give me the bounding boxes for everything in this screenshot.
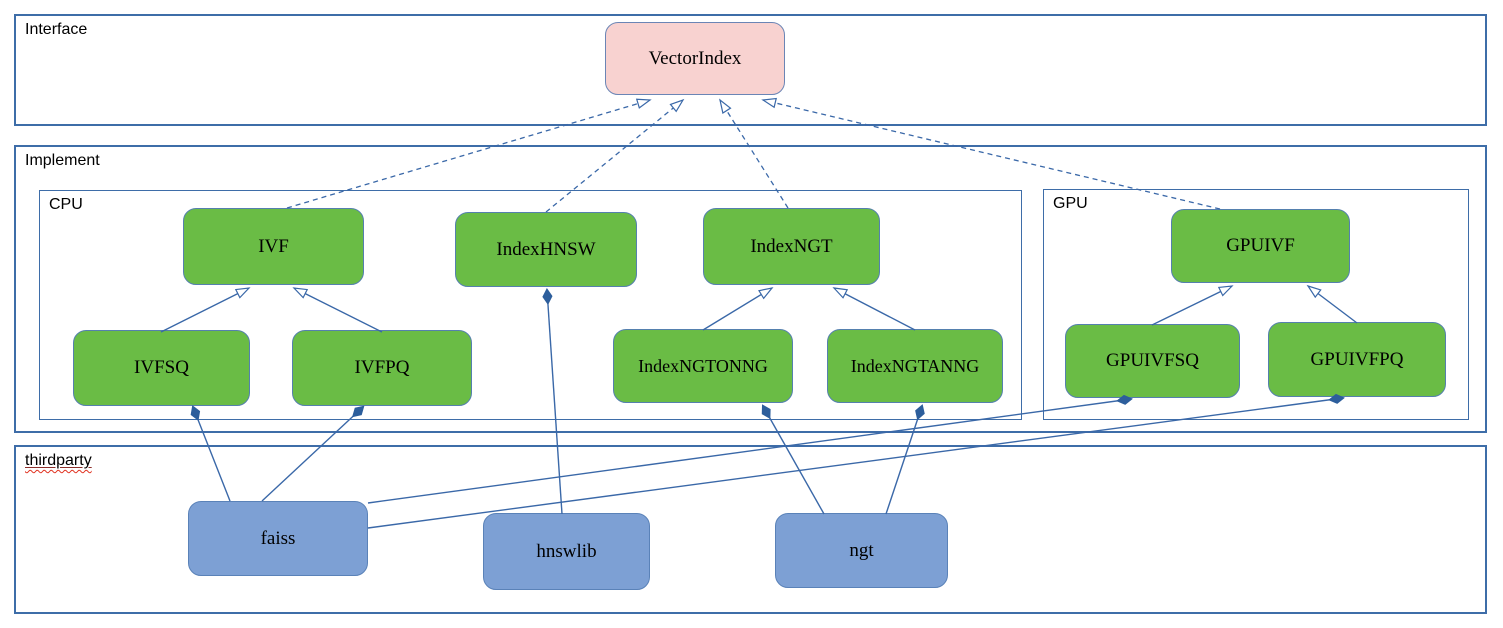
- node-vectorindex: VectorIndex: [605, 22, 785, 95]
- node-gpuivfpq: GPUIVFPQ: [1268, 322, 1446, 397]
- node-ngt: ngt: [775, 513, 948, 588]
- node-ngt-label: ngt: [849, 539, 874, 561]
- node-ivfpq-label: IVFPQ: [354, 357, 410, 378]
- node-ivfpq: IVFPQ: [292, 330, 472, 406]
- node-indexngtonng-label: IndexNGTONNG: [638, 355, 768, 376]
- node-faiss: faiss: [188, 501, 368, 576]
- thirdparty-section-label: thirdparty: [25, 452, 92, 470]
- node-gpuivfsq-label: GPUIVFSQ: [1106, 350, 1199, 371]
- thirdparty-section-label-text: thirdparty: [25, 452, 92, 469]
- node-gpuivf: GPUIVF: [1171, 209, 1350, 283]
- node-indexngtanng-label: IndexNGTANNG: [850, 355, 980, 376]
- node-ivf-label: IVF: [258, 235, 289, 257]
- interface-section-label: Interface: [25, 21, 88, 38]
- gpu-section-label: GPU: [1053, 195, 1088, 212]
- node-ivfsq-label: IVFSQ: [134, 357, 189, 378]
- node-indexngt: IndexNGT: [703, 208, 880, 285]
- implement-section-label: Implement: [25, 152, 100, 169]
- node-gpuivf-label: GPUIVF: [1226, 235, 1295, 256]
- cpu-section-label: CPU: [49, 196, 83, 213]
- node-gpuivfsq: GPUIVFSQ: [1065, 324, 1240, 398]
- node-indexngt-label: IndexNGT: [750, 235, 833, 257]
- node-ivfsq: IVFSQ: [73, 330, 250, 406]
- node-indexngtonng: IndexNGTONNG: [613, 329, 793, 403]
- node-indexhnsw: IndexHNSW: [455, 212, 637, 287]
- node-ivf: IVF: [183, 208, 364, 285]
- node-indexhnsw-label: IndexHNSW: [496, 238, 596, 260]
- node-faiss-label: faiss: [260, 527, 296, 549]
- node-hnswlib-label: hnswlib: [536, 540, 597, 562]
- node-gpuivfpq-label: GPUIVFPQ: [1310, 348, 1404, 370]
- node-indexngtanng: IndexNGTANNG: [827, 329, 1003, 403]
- node-vectorindex-label: VectorIndex: [648, 47, 742, 69]
- node-hnswlib: hnswlib: [483, 513, 650, 590]
